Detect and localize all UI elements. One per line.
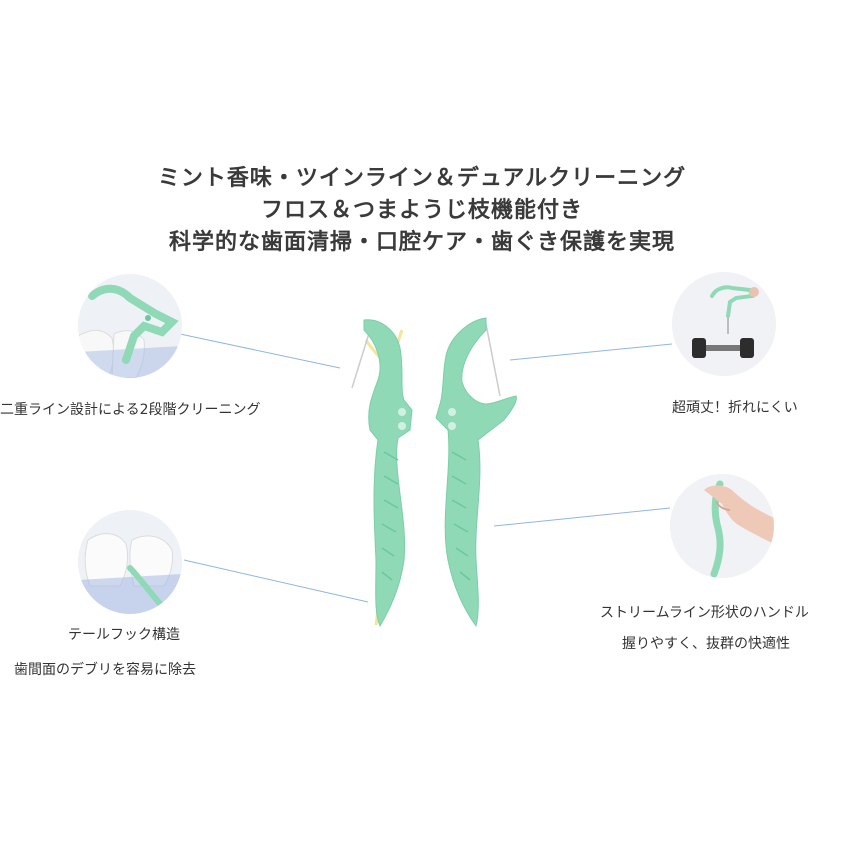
- feature-double-line-label: 二重ライン設計による2段階クリーニング: [0, 402, 261, 418]
- headline-line-1: ミント香味・ツインライン＆デュアルクリーニング: [157, 166, 687, 191]
- floss-pick-right: [435, 317, 517, 628]
- feature-tail-hook-desc: 歯間面のデブリを容易に除去: [14, 662, 196, 678]
- tail-hook-image: [78, 510, 182, 614]
- floss-pick-left: [351, 319, 413, 628]
- feature-handle-title: ストリームライン形状のハンドル: [600, 605, 809, 621]
- teeth-floss-image: [78, 274, 182, 378]
- feature-tail-hook-title: テールフック構造: [68, 627, 180, 643]
- headline-line-3: 科学的な歯面清掃・口腔ケア・歯ぐき保護を実現: [168, 230, 675, 255]
- headline-line-2: フロス＆つまようじ枝機能付き: [260, 198, 583, 223]
- callout-line-top-right: [509, 343, 673, 361]
- callout-line-bottom-right: [493, 507, 671, 527]
- feature-durable-label: 超頑丈！折れにくい: [672, 400, 798, 416]
- hand-holding-pick-image: [670, 474, 774, 578]
- callout-line-top-left: [179, 333, 341, 369]
- callout-line-bottom-left: [183, 559, 369, 603]
- headline: ミント香味・ツインライン＆デュアルクリーニング フロス＆つまようじ枝機能付き 科…: [0, 163, 844, 259]
- dumbbell-image: [672, 272, 776, 376]
- feature-handle-desc: 握りやすく、抜群の快適性: [622, 636, 790, 652]
